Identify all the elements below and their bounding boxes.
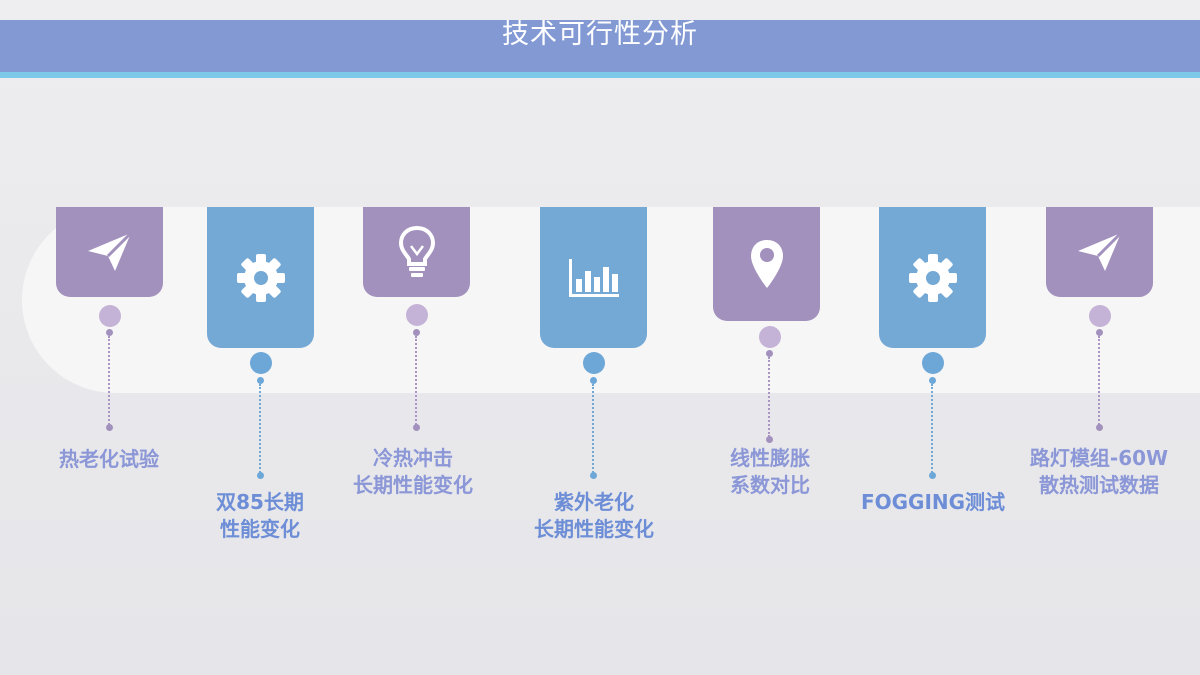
paper-plane-icon [87,231,132,271]
step-2-card [207,207,314,348]
step-4-connector [592,384,594,473]
step-6-dot [922,352,944,374]
step-4-connector-end [590,472,597,479]
step-1-card [56,207,163,297]
step-7-card [1046,207,1153,297]
lightbulb-icon [398,225,435,277]
gear-icon [236,253,285,302]
step-5-label: 线性膨胀 系数对比 [670,445,870,499]
step-1-connector-end [106,424,113,431]
step-3-connector-end [413,424,420,431]
step-4-label-line-1: 紫外老化 [554,490,634,514]
step-2-connector-top [257,377,264,384]
step-5-card [713,207,820,321]
step-4-label: 紫外老化 长期性能变化 [494,489,694,543]
step-7-label-line-2: 散热测试数据 [1039,473,1159,497]
step-7-dot [1089,305,1111,327]
step-6-card [879,207,986,348]
step-5-label-line-1: 线性膨胀 [730,446,810,470]
bar-chart-icon [568,258,619,297]
header-accent-line [0,72,1200,78]
step-6-connector [931,384,933,473]
step-2-connector-end [257,472,264,479]
step-6-connector-end [929,472,936,479]
step-7-connector-end [1096,424,1103,431]
map-pin-icon [750,240,783,288]
step-6-connector-top [929,377,936,384]
step-2-label: 双85长期 性能变化 [160,489,360,543]
step-5-connector [768,357,770,437]
step-6-label-line-1: FOGGING测试 [860,490,1006,514]
page-title: 技术可行性分析 [502,19,698,50]
step-3-label: 冷热冲击 长期性能变化 [313,445,513,499]
step-1-dot [99,305,121,327]
step-4-label-line-2: 长期性能变化 [534,517,654,541]
paper-plane-icon [1077,231,1122,271]
step-5-dot [759,326,781,348]
step-3-card [363,207,470,297]
step-3-label-line-2: 长期性能变化 [353,473,473,497]
step-3-connector [415,336,417,425]
step-3-connector-top [413,329,420,336]
step-2-connector [259,384,261,473]
step-4-dot [583,352,605,374]
step-5-connector-top [766,350,773,357]
step-1-label-line-1: 热老化试验 [59,447,159,471]
gear-icon [908,253,957,302]
step-3-label-line-1: 冷热冲击 [373,446,453,470]
header-bar [0,20,1200,72]
step-7-connector-top [1096,329,1103,336]
step-6-label: FOGGING测试 [833,489,1033,516]
step-1-connector [108,336,110,425]
step-1-connector-top [106,329,113,336]
step-1-label: 热老化试验 [9,446,209,473]
step-4-connector-top [590,377,597,384]
step-5-label-line-2: 系数对比 [730,473,810,497]
step-3-dot [406,304,428,326]
step-2-dot [250,352,272,374]
step-4-card [540,207,647,348]
step-2-label-line-2: 性能变化 [220,517,300,541]
step-7-label-line-1: 路灯模组-60W [1029,446,1169,470]
step-7-connector [1098,336,1100,425]
step-5-connector-end [766,436,773,443]
step-2-label-line-1: 双85长期 [216,490,304,514]
step-7-label: 路灯模组-60W 散热测试数据 [999,445,1199,499]
